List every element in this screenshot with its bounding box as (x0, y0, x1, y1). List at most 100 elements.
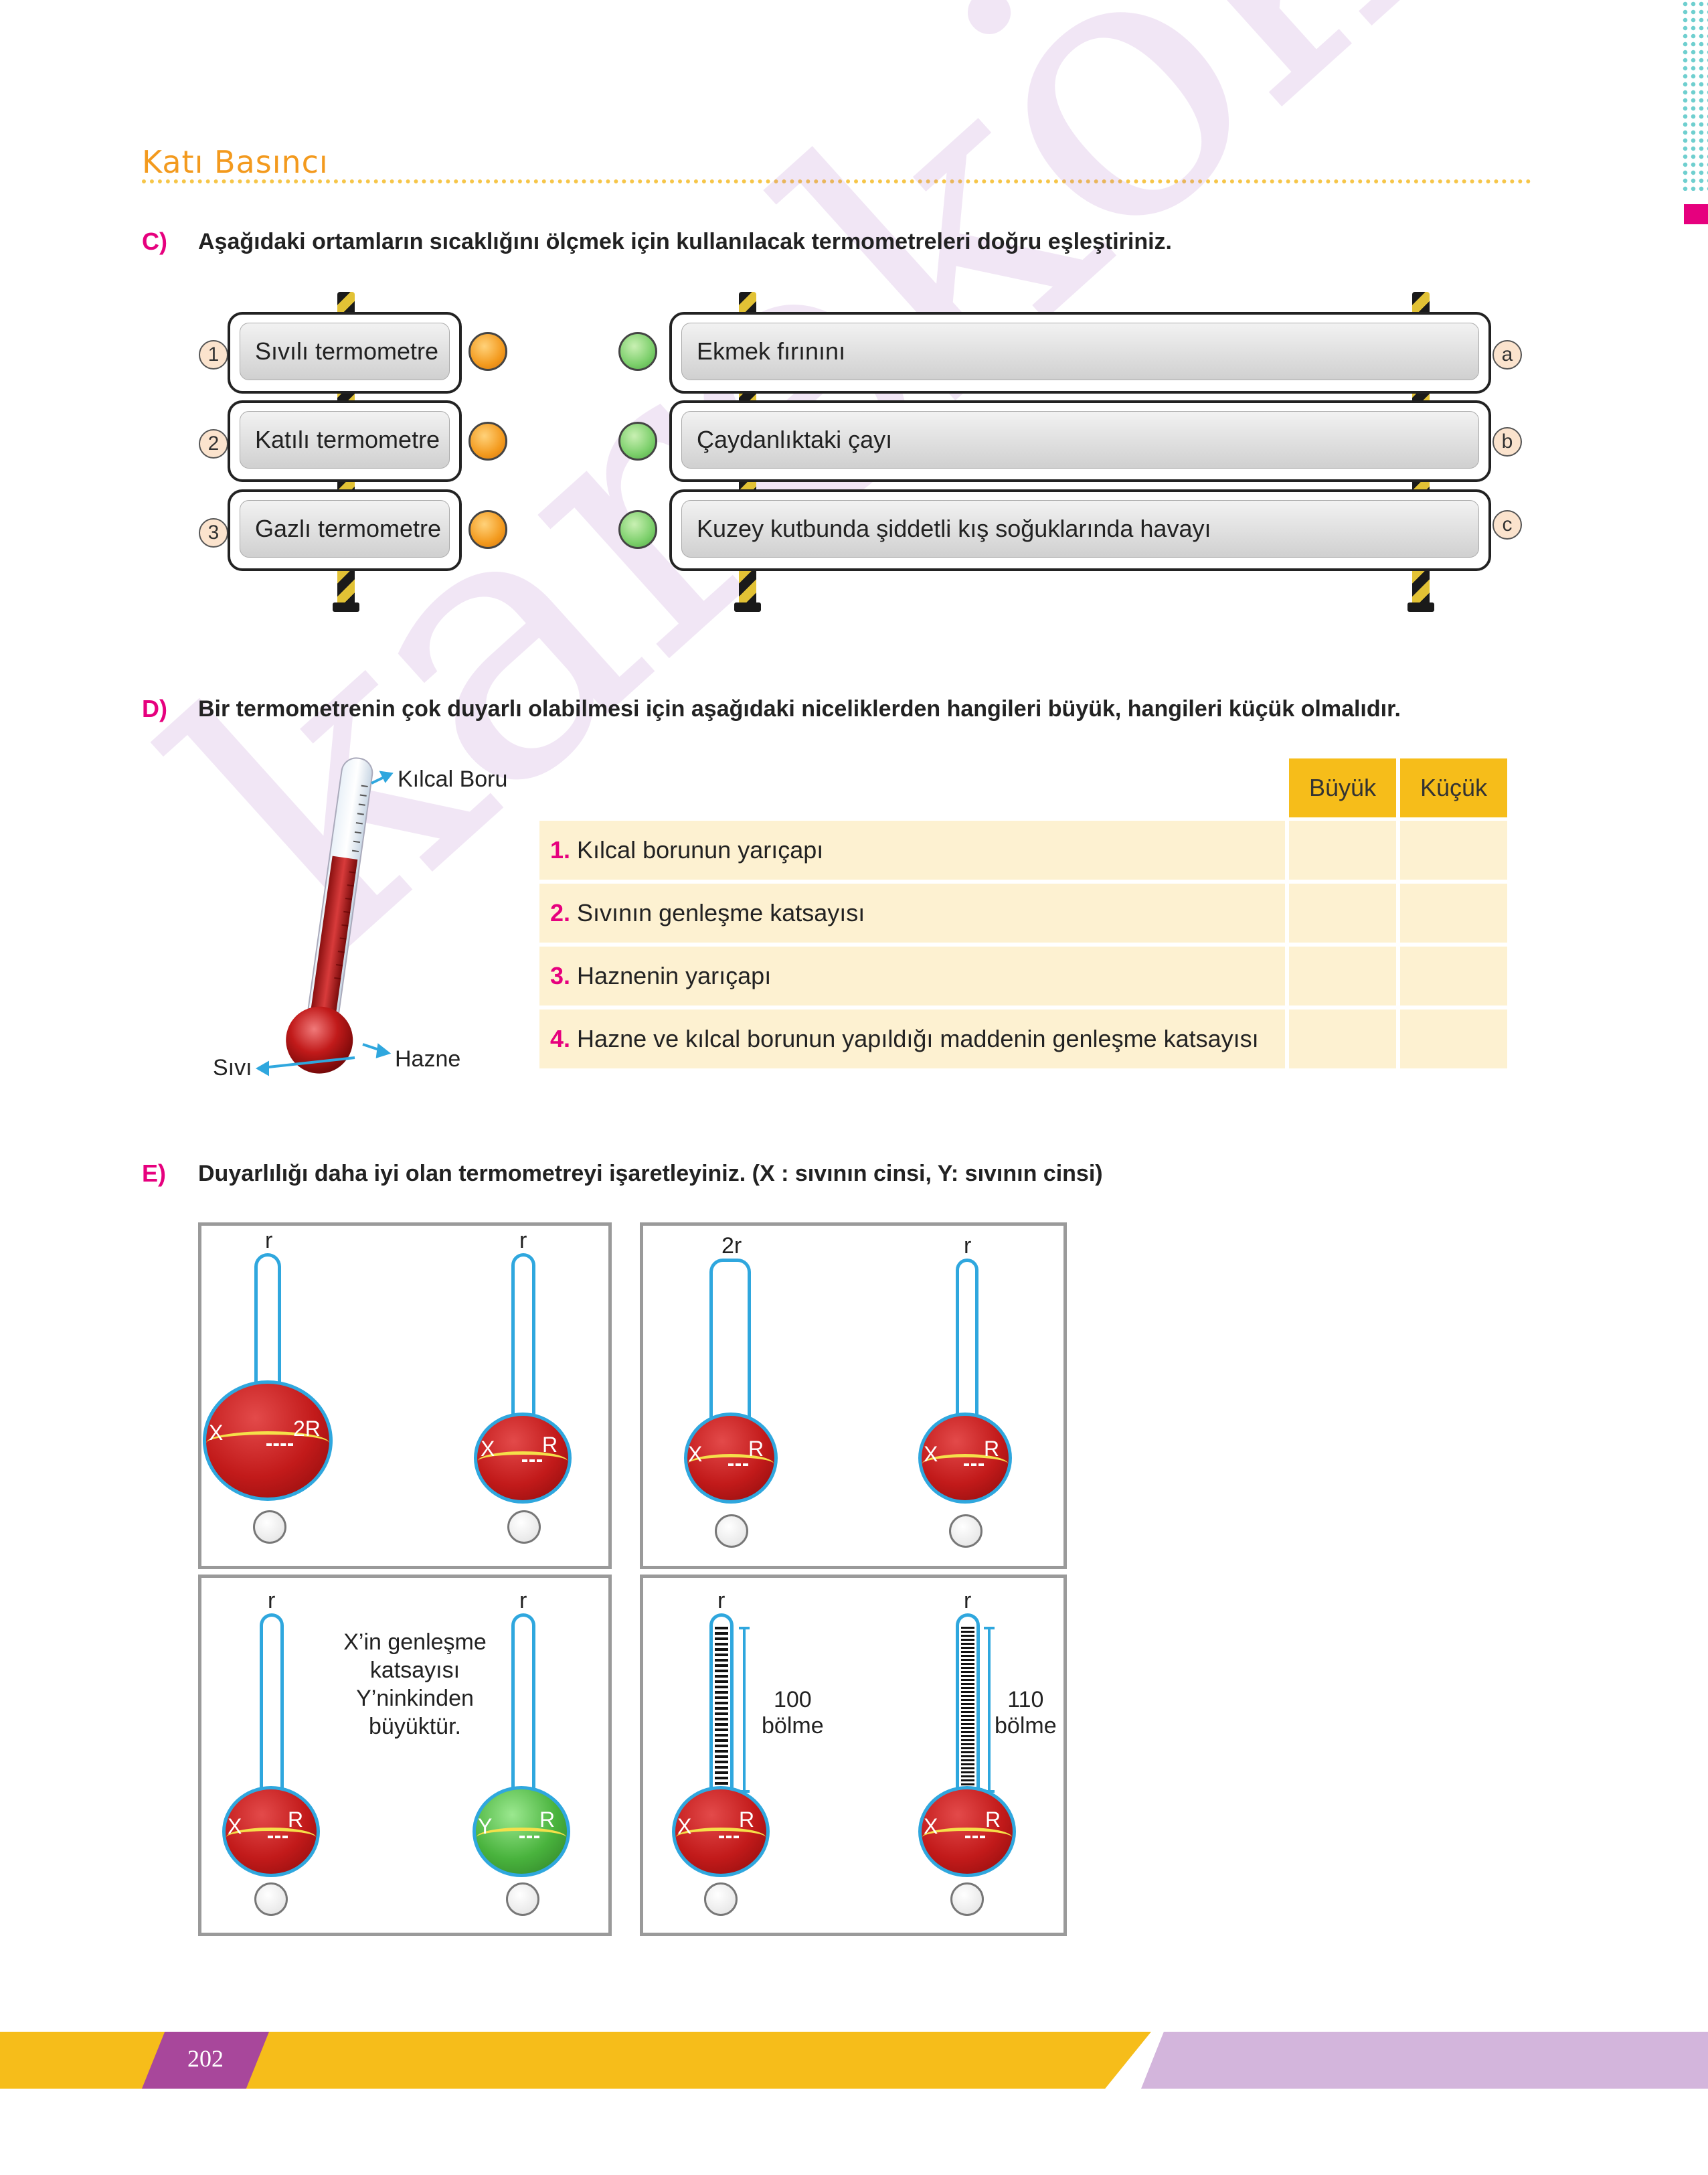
label-capillary: Kılcal Boru (398, 767, 508, 792)
section-title: Katı Basıncı (142, 144, 329, 180)
liquid-type: X (209, 1421, 224, 1445)
table-row: 1. Kılcal borunun yarıçapı (539, 821, 1285, 880)
thermometer-type-3: Gazlı termometre (228, 489, 462, 571)
header-divider (142, 179, 1531, 183)
liquid-type: X (924, 1814, 938, 1838)
footer-band-right (1141, 2032, 1708, 2089)
answer-cell[interactable] (1400, 884, 1507, 943)
capillary-tube (956, 1259, 978, 1419)
answer-cell[interactable] (1289, 1010, 1396, 1068)
label-reservoir: Hazne (395, 1046, 461, 1072)
label-liquid: Sıvı (213, 1055, 252, 1080)
tube-radius-label: r (265, 1228, 273, 1253)
liquid-type: X (677, 1814, 692, 1838)
page-number: 202 (187, 2045, 224, 2072)
capillary-tube (260, 1613, 284, 1794)
liquid-type: X (924, 1442, 938, 1466)
side-marker (1684, 204, 1708, 224)
reservoir-equator (688, 1454, 774, 1473)
answer-cell[interactable] (1400, 821, 1507, 880)
item-number: 3 (199, 518, 228, 548)
match-dot-left-1[interactable] (468, 332, 507, 371)
answer-radio[interactable] (704, 1882, 738, 1916)
table-row: 4. Hazne ve kılcal borunun yapıldığı mad… (539, 1010, 1285, 1068)
match-dot-right-c[interactable] (618, 510, 657, 549)
answer-radio[interactable] (507, 1510, 541, 1544)
answer-radio[interactable] (949, 1514, 983, 1548)
answer-cell[interactable] (1400, 1010, 1507, 1068)
tube-radius-label: r (268, 1588, 276, 1613)
panel-2 (640, 1222, 1067, 1569)
reservoir-radius: R (539, 1807, 556, 1832)
tube-radius-label: r (964, 1588, 972, 1613)
thermometer-type-1: Sıvılı termometre (228, 312, 462, 394)
count-unit: bölme (762, 1713, 824, 1739)
environment-a: Ekmek fırınını (669, 312, 1491, 394)
row-number: 1. (550, 836, 571, 864)
reservoir-equator (226, 1828, 316, 1847)
answer-radio[interactable] (253, 1510, 286, 1544)
count-value: 110 (1007, 1687, 1044, 1712)
question-d-letter: D) (142, 695, 167, 722)
environment-c: Kuzey kutbunda şiddetli kış soğuklarında… (669, 489, 1491, 571)
page-number-tab (142, 2032, 269, 2089)
panel-1 (198, 1222, 612, 1569)
radius-line (266, 1443, 293, 1446)
row-text: Sıvının genleşme katsayısı (577, 899, 865, 927)
pole-base (333, 602, 359, 612)
match-dot-right-a[interactable] (618, 332, 657, 371)
match-dot-right-b[interactable] (618, 422, 657, 461)
answer-cell[interactable] (1289, 821, 1396, 880)
answer-radio[interactable] (506, 1882, 539, 1916)
note-line: X’in genleşme (343, 1629, 487, 1655)
scale-bracket (984, 1627, 995, 1793)
division-count: 100 bölme (762, 1687, 824, 1739)
capillary-tube (254, 1253, 281, 1387)
tube-radius-label: r (964, 1233, 972, 1259)
item-label: Çaydanlıktaki çayı (681, 411, 1479, 469)
answer-cell[interactable] (1289, 947, 1396, 1005)
reservoir-radius: R (748, 1437, 764, 1461)
capillary-tube (511, 1253, 535, 1421)
answer-cell[interactable] (1289, 884, 1396, 943)
column-header-small: Küçük (1400, 758, 1507, 817)
reservoir-equator (922, 1828, 1012, 1847)
column-header-large: Büyük (1289, 758, 1396, 817)
row-text: Kılcal borunun yarıçapı (577, 836, 824, 864)
liquid-type: X (481, 1437, 495, 1461)
division-scale (961, 1627, 974, 1787)
radius-line (728, 1463, 748, 1466)
answer-radio[interactable] (254, 1882, 288, 1916)
reservoir-equator (922, 1454, 1008, 1473)
scale-bracket (739, 1627, 750, 1793)
tube-radius-label: r (519, 1228, 527, 1253)
liquid-type: Y (478, 1814, 493, 1838)
radius-line (522, 1459, 542, 1462)
expansion-note: X’in genleşme katsayısı Y’ninkinden büyü… (315, 1628, 515, 1741)
liquid-type: X (688, 1442, 703, 1466)
question-e-letter: E) (142, 1159, 166, 1187)
table-row: 2. Sıvının genleşme katsayısı (539, 884, 1285, 943)
capillary-tube (511, 1613, 535, 1794)
item-letter: b (1492, 427, 1522, 457)
division-scale (715, 1627, 728, 1787)
match-dot-left-3[interactable] (468, 510, 507, 549)
answer-radio[interactable] (715, 1514, 748, 1548)
division-count: 110 bölme (995, 1687, 1057, 1739)
answer-cell[interactable] (1400, 947, 1507, 1005)
reservoir-equator (206, 1431, 329, 1455)
match-dot-left-2[interactable] (468, 422, 507, 461)
thermometer-type-2: Katılı termometre (228, 400, 462, 482)
reservoir-radius: R (985, 1807, 1001, 1832)
reservoir-equator (478, 1451, 568, 1471)
item-label: Ekmek fırınını (681, 323, 1479, 380)
count-value: 100 (773, 1687, 812, 1712)
answer-radio[interactable] (950, 1882, 984, 1916)
row-text: Haznenin yarıçapı (577, 962, 772, 989)
radius-line (268, 1836, 288, 1838)
item-number: 1 (199, 340, 228, 370)
capillary-tube (709, 1259, 751, 1419)
reservoir-radius: R (288, 1807, 304, 1832)
reservoir-equator (477, 1828, 566, 1847)
side-dot-pattern (1681, 0, 1708, 191)
